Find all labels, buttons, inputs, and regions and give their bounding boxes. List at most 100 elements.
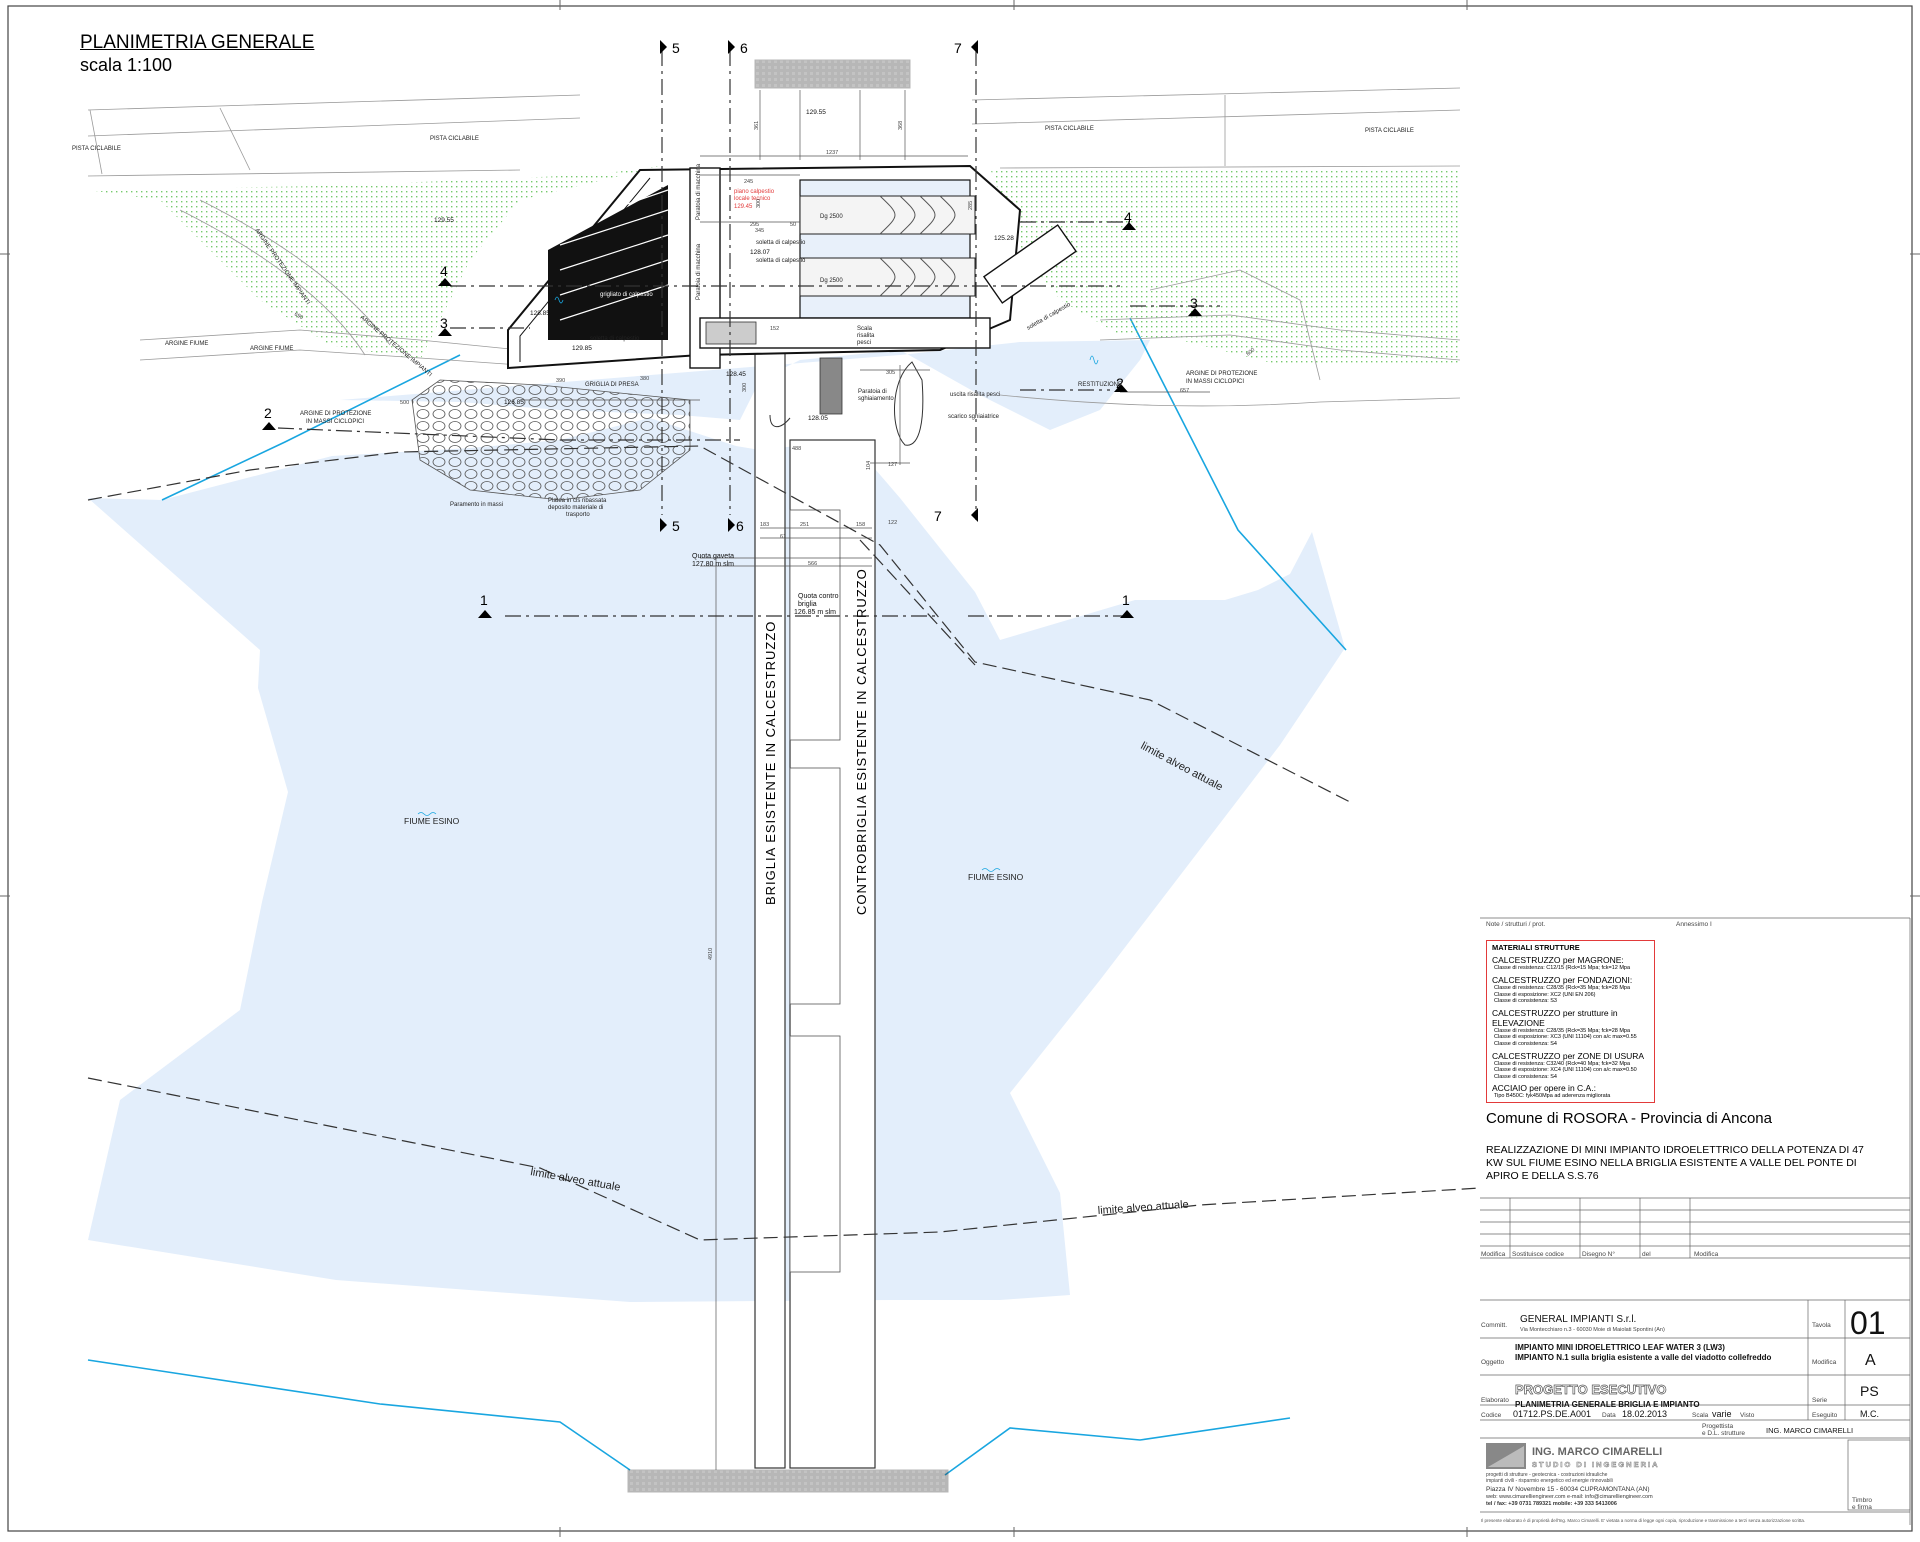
label-argine-massi: IN MASSI CICLOPICI [306, 419, 364, 425]
tb-oggetto: IMPIANTO MINI IDROELETTRICO LEAF WATER 3… [1515, 1343, 1725, 1352]
sheet-border [7, 5, 1913, 1532]
tb-header: del [1642, 1251, 1651, 1258]
dimension: 61 [780, 534, 786, 540]
tb-progetto: PROGETTO ESECUTIVO [1515, 1382, 1666, 1397]
weir-structures [627, 59, 949, 1493]
fiume-esino-label: FIUME ESINO [404, 816, 460, 826]
tb-modifica: A [1865, 1352, 1876, 1369]
tb-data-label: Data [1602, 1412, 1616, 1419]
label-argine-fiume: ARGINE FIUME [165, 341, 208, 347]
materials-line: Classe di esposizione: XC2 (UNI EN 206) [1494, 991, 1596, 998]
controbriglia-label: CONTROBRIGLIA ESISTENTE IN CALCESTRUZZO [854, 568, 869, 915]
section-number: 7 [934, 508, 942, 524]
tb-committente: GENERAL IMPIANTI S.r.l. [1520, 1314, 1636, 1325]
materials-group-title: ACCIAIO per opere in C.A.: [1492, 1083, 1596, 1094]
materials-group: CALCESTRUZZO per ZONE DI USURA Classe di… [1492, 1051, 1649, 1081]
materials-line: Classe di resistenza: C28/35 (Rck=35 Mpa… [1494, 1027, 1631, 1034]
tb-tavola: 01 [1850, 1305, 1886, 1341]
studio-subtitle: STUDIO DI INGEGNERIA [1532, 1460, 1660, 1469]
section-number: 3 [440, 315, 448, 331]
river-names: FIUME ESINO FIUME ESINO [404, 816, 1024, 882]
materials-line: Classe di consistenza: S4 [1494, 1040, 1557, 1047]
studio-tel: tel / fax: +39 0731 789321 mobile: +39 3… [1486, 1501, 1617, 1507]
materials-group-title: CALCESTRUZZO per MAGRONE: [1492, 955, 1624, 966]
section-number: 5 [672, 40, 680, 56]
label-grigliato: grigliato di calpestio [600, 292, 653, 298]
dimension: 390 [556, 378, 565, 384]
power-plant-structure [507, 164, 1078, 446]
label-quota-locale: 129.45 [734, 204, 753, 210]
elevation: 129.55 [434, 217, 454, 224]
tb-tavola-label: Tavola [1812, 1322, 1831, 1329]
dimension: 300 [756, 199, 762, 208]
section-number: 7 [954, 40, 962, 56]
dimension-labels: 1237 245 345 295 50 122 251 158 183 566 … [293, 121, 1256, 960]
title-block-grid [1480, 917, 1911, 1525]
drawing-title: PLANIMETRIA GENERALE [80, 32, 315, 53]
label-argine-massi: IN MASSI CICLOPICI [1186, 379, 1244, 385]
elevation: 129.85 [572, 345, 592, 352]
tb-elaborato: PLANIMETRIA GENERALE BRIGLIA E IMPIANTO [1515, 1400, 1700, 1409]
label-restituzione: RESTITUZIONE [1078, 382, 1122, 388]
dimension: 690 [293, 312, 304, 322]
studio-address: Piazza IV Novembre 15 - 60034 CUPRAMONTA… [1486, 1486, 1650, 1493]
tb-progettista: ING. MARCO CIMARELLI [1766, 1426, 1853, 1435]
dimension: 368 [898, 121, 904, 130]
dimension: 380 [640, 376, 649, 382]
label-paratoia-macchina: Paratoia di macchina [696, 163, 702, 220]
materials-heading: MATERIALI STRUTTURE [1492, 943, 1580, 952]
label-paratoia-sghiaiamento: sghiaiamento [858, 396, 894, 402]
tb-visto-label: Visto [1740, 1412, 1755, 1419]
section-number: 5 [672, 518, 680, 534]
elevation: 129.55 [806, 109, 826, 116]
section-number: 4 [440, 263, 448, 279]
river-banks [87, 317, 1347, 1476]
tb-codice-label: Codice [1481, 1412, 1502, 1419]
label-uscita-risalita: uscita risalita pesci [950, 392, 1000, 398]
materials-line: Classe di resistenza: C28/35 (Rck=35 Mpa… [1494, 985, 1631, 991]
dimension: 500 [400, 400, 409, 406]
dimension: 50 [790, 222, 796, 228]
tb-annesso: Annessimo I [1676, 921, 1712, 928]
studio-logo-mark [1488, 1446, 1524, 1467]
dimension: 300 [742, 383, 748, 392]
materials-line: Tipo B450C: fyk450Mpa ad aderenza miglio… [1494, 1093, 1611, 1100]
section-numbers: 1 1 2 2 3 3 4 4 5 5 6 6 7 7 [264, 40, 1198, 608]
tb-oggetto: IMPIANTO N.1 sulla briglia esistente a v… [1515, 1353, 1771, 1362]
materials-line: Classe di resistenza: C12/15 (Rck=15 Mpa… [1494, 965, 1631, 972]
grass-area-right [990, 168, 1460, 365]
municipality-title: Comune di ROSORA - Provincia di Ancona [1486, 1110, 1772, 1127]
section-number: 2 [264, 405, 272, 421]
label-platea: deposito materiale di [548, 505, 603, 511]
dimension: 251 [800, 522, 809, 528]
quota-gaveta-label: Quota gaveta [692, 553, 734, 560]
label-pista-ciclabile: PISTA CICLABILE [72, 146, 121, 152]
riverbed-limit-lines [87, 445, 1481, 1241]
section-number: 1 [1122, 592, 1130, 608]
tb-codice: 01712.PS.DE.A001 [1513, 1409, 1591, 1419]
materials-group: CALCESTRUZZO per strutture in ELEVAZIONE… [1492, 1008, 1649, 1048]
dimension-lines [520, 90, 1210, 1470]
label-paratoia-macchina: Paratoia di macchina [696, 243, 702, 300]
dimension: 488 [792, 446, 801, 452]
studio-name: ING. MARCO CIMARELLI [1532, 1446, 1662, 1458]
label-dg: Dg 2500 [820, 278, 843, 284]
section-number: 3 [1190, 295, 1198, 311]
dimension: 158 [856, 522, 865, 528]
section-number: 1 [480, 592, 488, 608]
tb-eseguito: M.C. [1860, 1409, 1879, 1419]
elevation: 128.85 [530, 310, 550, 317]
label-argine-massi: ARGINE DI PROTEZIONE [300, 411, 371, 417]
road-lines [87, 87, 1461, 407]
materials-group: CALCESTRUZZO per FONDAZIONI: Classe di r… [1492, 975, 1649, 1005]
dimension: 566 [808, 561, 817, 567]
label-scarico-sghiaiatrice: scarico sghiaiatrice [948, 414, 1000, 420]
label-argine-fiume: ARGINE FIUME [250, 346, 293, 352]
tb-serie: PS [1860, 1383, 1879, 1399]
quota-controbriglia-label: Quota contro [798, 593, 839, 600]
dimension: 295 [750, 222, 759, 228]
tb-header: Modifica [1481, 1251, 1506, 1258]
